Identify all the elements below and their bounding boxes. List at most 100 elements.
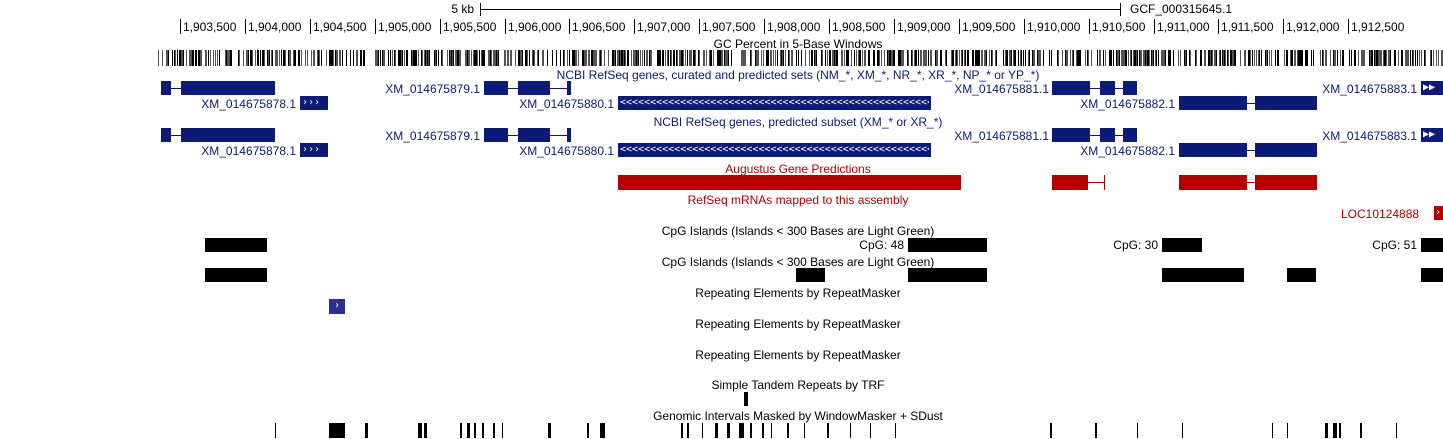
gene-exon[interactable]	[161, 128, 171, 142]
gc-percent-wiggle[interactable]	[157, 50, 1443, 66]
masked-interval[interactable]	[1339, 423, 1341, 438]
augustus-gene-2-exon[interactable]	[1052, 175, 1088, 190]
gene-label[interactable]: XM_014675882.1	[1080, 144, 1175, 158]
masked-interval[interactable]	[895, 423, 896, 438]
masked-interval[interactable]	[424, 423, 427, 438]
gene-label[interactable]: XM_014675878.1	[201, 97, 296, 111]
gene-label[interactable]: XM_014675880.1	[519, 144, 614, 158]
gene-feature-end[interactable]: ▶▶	[1421, 128, 1443, 142]
masked-interval[interactable]	[460, 423, 462, 438]
gene-exon[interactable]	[181, 128, 275, 142]
masked-interval[interactable]	[827, 423, 829, 438]
masked-interval[interactable]	[702, 423, 703, 438]
cpg-island[interactable]	[205, 238, 267, 252]
gene-feature[interactable]: <<<<<<<<<<<<<<<<<<<<<<<<<<<<<<<<<<<<<<<<…	[618, 143, 931, 157]
masked-interval[interactable]	[715, 423, 718, 438]
cpg-island[interactable]	[908, 268, 987, 282]
gene-label[interactable]: XM_014675883.1	[1322, 82, 1417, 96]
gene-exon[interactable]	[1123, 128, 1137, 142]
masked-interval[interactable]	[467, 423, 470, 438]
cpg-island[interactable]	[1421, 268, 1443, 282]
cpg-island[interactable]	[1421, 238, 1443, 252]
gene-exon[interactable]	[484, 128, 508, 142]
masked-interval[interactable]	[338, 423, 345, 438]
masked-interval[interactable]	[687, 423, 689, 438]
masked-interval[interactable]	[804, 423, 805, 438]
masked-interval[interactable]	[587, 423, 589, 438]
gene-exon[interactable]	[1255, 143, 1317, 157]
masked-interval[interactable]	[502, 423, 503, 438]
masked-interval[interactable]	[1272, 423, 1273, 438]
masked-interval[interactable]	[1095, 423, 1097, 438]
gene-exon[interactable]	[567, 81, 571, 95]
gene-feature[interactable]: ›››	[300, 96, 328, 110]
gene-feature[interactable]: ›››	[300, 143, 328, 157]
gene-exon[interactable]	[181, 81, 275, 95]
masked-interval[interactable]	[870, 423, 871, 438]
scale-bar	[480, 9, 1120, 10]
gene-exon[interactable]	[1100, 128, 1115, 142]
cpg-island[interactable]	[908, 238, 987, 252]
gene-exon[interactable]	[484, 81, 508, 95]
gene-exon[interactable]	[518, 81, 550, 95]
mrna-item-feature[interactable]: ›	[1434, 206, 1443, 220]
augustus-gene-1[interactable]	[618, 175, 961, 190]
gene-exon[interactable]	[161, 81, 171, 95]
masked-interval[interactable]	[1287, 423, 1288, 438]
gene-exon[interactable]	[1100, 81, 1115, 95]
cpg-island[interactable]	[796, 268, 825, 282]
cpg-island[interactable]	[1162, 238, 1202, 252]
masked-interval[interactable]	[474, 423, 476, 438]
mrna-item-label[interactable]: LOC10124888	[1341, 207, 1420, 221]
gene-feature[interactable]: <<<<<<<<<<<<<<<<<<<<<<<<<<<<<<<<<<<<<<<<…	[618, 96, 931, 110]
masked-interval[interactable]	[482, 423, 484, 438]
masked-interval[interactable]	[329, 423, 338, 438]
masked-interval[interactable]	[1360, 423, 1362, 438]
masked-interval[interactable]	[1137, 423, 1138, 438]
masked-interval[interactable]	[727, 423, 730, 438]
masked-interval[interactable]	[1050, 423, 1052, 438]
gene-exon[interactable]	[1123, 81, 1137, 95]
gene-label[interactable]: XM_014675879.1	[385, 82, 480, 96]
gene-label[interactable]: XM_014675879.1	[385, 129, 480, 143]
gene-exon[interactable]	[1255, 96, 1317, 110]
gene-label[interactable]: XM_014675883.1	[1322, 129, 1417, 143]
gene-exon[interactable]	[1052, 81, 1090, 95]
masked-interval[interactable]	[1396, 423, 1397, 438]
gene-label[interactable]: XM_014675880.1	[519, 97, 614, 111]
masked-interval[interactable]	[771, 423, 772, 438]
gene-label[interactable]: XM_014675881.1	[954, 82, 1049, 96]
masked-interval[interactable]	[1325, 423, 1328, 438]
gene-exon[interactable]	[1179, 143, 1247, 157]
cpg-island[interactable]	[205, 268, 267, 282]
gene-exon[interactable]	[1052, 128, 1090, 142]
gene-feature-end[interactable]: ▶▶	[1421, 81, 1443, 95]
gene-label[interactable]: XM_014675882.1	[1080, 97, 1175, 111]
gene-exon[interactable]	[518, 128, 550, 142]
masked-interval[interactable]	[365, 423, 368, 438]
masked-interval[interactable]	[787, 423, 789, 438]
masked-interval[interactable]	[418, 423, 422, 438]
masked-interval[interactable]	[739, 423, 744, 438]
gene-exon[interactable]	[1179, 96, 1247, 110]
augustus-gene-3-exon-2[interactable]	[1255, 175, 1317, 190]
masked-interval[interactable]	[548, 423, 551, 438]
masked-interval[interactable]	[275, 423, 276, 438]
tandem-repeat[interactable]	[744, 392, 748, 406]
gene-label[interactable]: XM_014675881.1	[954, 129, 1049, 143]
masked-interval[interactable]	[850, 423, 851, 438]
gene-label[interactable]: XM_014675878.1	[201, 144, 296, 158]
repeat-element[interactable]: ›	[329, 299, 345, 314]
masked-interval[interactable]	[750, 423, 752, 438]
masked-interval[interactable]	[681, 423, 683, 438]
cpg-island[interactable]	[1287, 268, 1316, 282]
gene-exon[interactable]	[567, 128, 571, 142]
masked-interval[interactable]	[600, 423, 605, 438]
masked-interval[interactable]	[1333, 423, 1337, 438]
augustus-gene-3-exon-1[interactable]	[1179, 175, 1247, 190]
cpg-island[interactable]	[1162, 268, 1244, 282]
masked-interval[interactable]	[1182, 423, 1183, 438]
masked-interval[interactable]	[493, 423, 495, 438]
masked-interval[interactable]	[762, 423, 764, 438]
